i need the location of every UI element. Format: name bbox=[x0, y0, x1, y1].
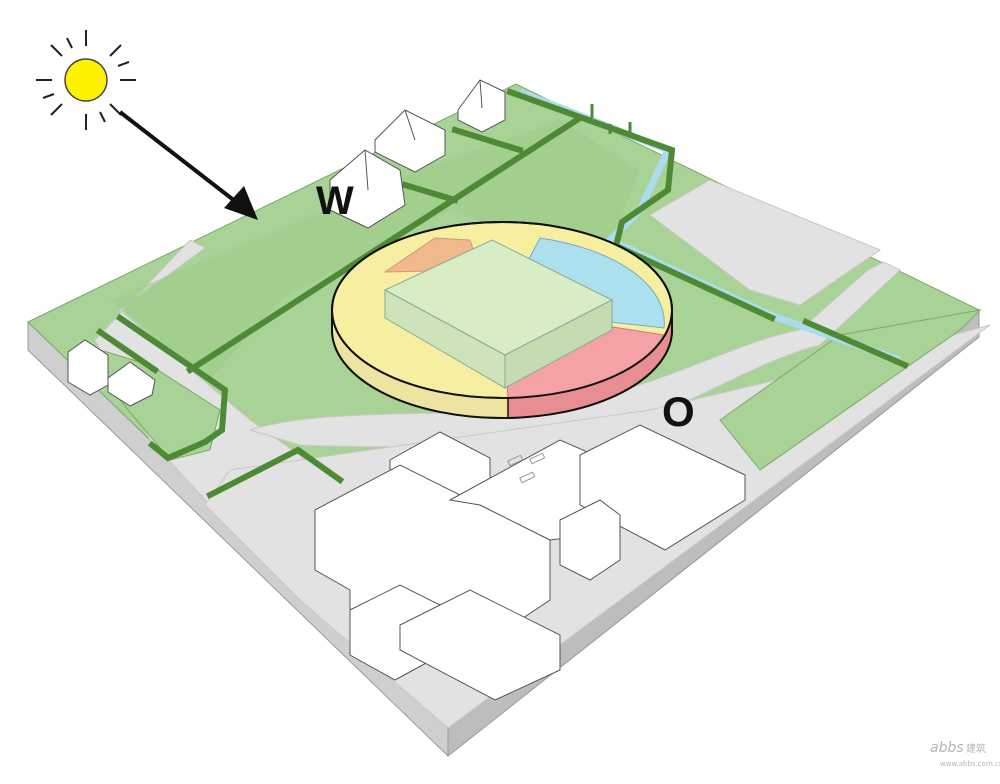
hedge-north-b bbox=[401, 181, 459, 204]
watermark-url: www.abbs.com.cn bbox=[940, 760, 1000, 768]
building bbox=[559, 499, 621, 581]
hedge-south bbox=[205, 446, 345, 500]
sun-icon bbox=[36, 30, 136, 130]
label-west: W bbox=[316, 179, 354, 223]
disc-bottom-outline bbox=[331, 310, 673, 419]
hedges bbox=[95, 88, 909, 500]
house bbox=[374, 109, 446, 173]
hedge-left-strip bbox=[115, 313, 229, 462]
hedge-stream-east bbox=[802, 318, 909, 369]
house bbox=[457, 79, 506, 133]
hedge-diagonal bbox=[185, 113, 585, 375]
hedge-left-inner bbox=[95, 327, 160, 375]
house bbox=[107, 361, 156, 407]
building bbox=[399, 589, 561, 701]
buildings-south bbox=[314, 424, 746, 701]
sun-direction-arrow bbox=[118, 110, 258, 220]
plaza-marks bbox=[507, 452, 546, 484]
roof-side-right bbox=[504, 299, 613, 389]
field-north bbox=[110, 120, 640, 380]
hedge-north-a bbox=[451, 126, 524, 154]
hedge-stubs bbox=[590, 104, 632, 134]
houses-west bbox=[67, 339, 156, 407]
program-disc bbox=[331, 221, 673, 419]
watermark-cn: 建筑 bbox=[966, 742, 986, 755]
watermark-brand: abbs bbox=[930, 740, 964, 756]
central-building bbox=[383, 239, 614, 389]
hedge-stream-top bbox=[506, 88, 776, 322]
label-east: O bbox=[662, 388, 695, 435]
houses-north bbox=[329, 79, 506, 229]
watermark-logo: abbs 建筑 www.abbs.com.cn bbox=[930, 740, 1000, 768]
paved-east bbox=[649, 179, 882, 306]
zone-red-side bbox=[508, 310, 672, 418]
house bbox=[329, 149, 406, 229]
building bbox=[579, 424, 746, 551]
grass-patch-east bbox=[719, 309, 982, 471]
